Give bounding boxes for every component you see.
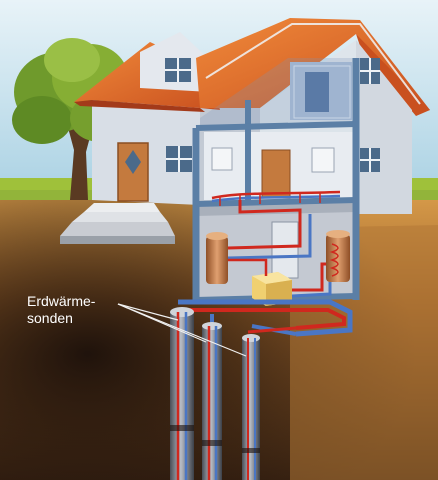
probe-label-line2: sonden <box>27 310 73 326</box>
ground-probe-icon <box>202 322 222 480</box>
ground-probe-icon <box>170 307 194 480</box>
house-cutaway <box>192 23 421 303</box>
entrance-stairs <box>60 203 175 244</box>
label-leader-lines <box>117 303 247 357</box>
window-right-upper <box>360 58 380 84</box>
window-right-ground <box>360 148 380 172</box>
front-door <box>117 142 149 202</box>
window-left-ground <box>166 146 192 172</box>
window-attic <box>165 58 191 82</box>
probe-label-line1: Erdwärme- <box>27 293 96 309</box>
probe-label: Erdwärme- sonden <box>27 293 95 327</box>
ground-probe-icon <box>242 334 260 480</box>
heating-pipework <box>227 200 332 298</box>
hot-water-tank-icon <box>326 230 350 282</box>
heat-storage-tank-icon <box>206 232 228 284</box>
